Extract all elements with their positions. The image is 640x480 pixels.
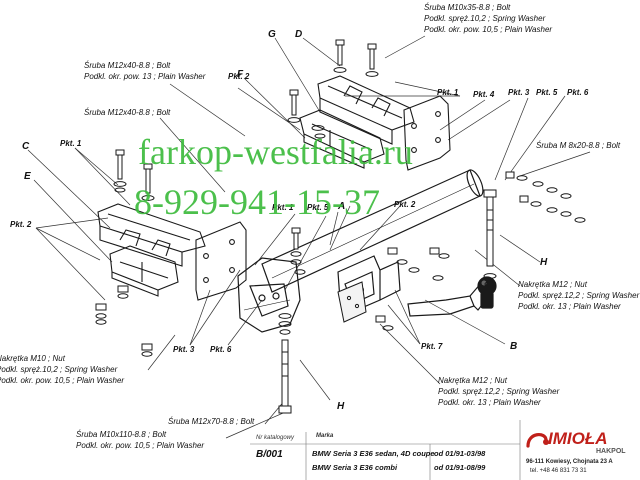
point-label-2-mid: Pkt. 2 [394,200,416,209]
marka-header: Marka [316,433,334,439]
title-block-frame [250,420,521,480]
label-nut-m12-b: Nakrętka M12 ; Nut [438,376,507,385]
point-label-6-top: Pkt. 6 [567,88,589,97]
part-letter-e: E [24,171,31,182]
part-letter-b: B [510,341,518,352]
long-bolt-bottom [278,339,292,414]
model-line-1: BMW Seria 3 E36 sedan, 4D coupe [312,449,435,458]
part-letter-f: F [237,69,244,80]
socket-plate [337,281,367,323]
point-label-4: Pkt. 4 [473,90,495,99]
point-label-6-bottom: Pkt. 6 [210,345,232,354]
label-nut-m10: Nakrętka M10 ; Nut [0,354,65,363]
hardware-stacks [95,39,586,357]
part-letter-a: A [338,201,346,212]
tow-ball-neck [407,276,497,317]
right-side-plate [403,95,451,171]
point-label-2-top: Pkt. 2 [228,72,250,81]
watermark-phone: 8-929-941-15-37 [134,182,380,222]
crossbar-tube [261,169,484,293]
point-label-1-left: Pkt. 1 [60,139,82,148]
label-bolt-m10x110: Śruba M10x110-8.8 ; Bolt [76,430,167,439]
brand-address: 96-111 Kowiesy, Chojnata 23 A [526,459,613,465]
label-plain-washer-13-b: Podkl. okr. 13 ; Plain Washer [518,302,621,311]
years-line-2: od 01/91-08/99 [434,463,486,472]
left-bracket [97,203,206,297]
label-bolt-m12x40-a: Śruba M12x40-8.8 ; Bolt [84,61,171,70]
label-plain-washer-10-5-b: Podkl. okr. pow. 10,5 ; Plain Washer [0,376,125,385]
brand-phone: tel. +48 46 831 73 31 [530,468,587,474]
label-bolt-m12x40-b: Śruba M12x40-8.8 ; Bolt [84,108,171,117]
hook-logo-icon [526,433,549,448]
left-side-plate [195,221,247,301]
brand-name: IMIOŁA [548,429,608,448]
point-label-5-top: Pkt. 5 [536,88,558,97]
watermark-site: farkop-westfalia.ru [138,132,413,172]
label-spring-washer-12-2-b: Podkl. spręż.12,2 ; Spring Washer [438,387,560,396]
part-letter-d: D [295,29,303,40]
label-bolt-m10x35: Śruba M10x35-8.8 ; Bolt [424,3,511,12]
brand-sub: HAKPOL [596,448,626,455]
label-plain-washer-10-5: Podkl. okr. pow. 10,5 ; Plain Washer [424,25,553,34]
point-label-2-left: Pkt. 2 [10,220,32,229]
label-plain-washer-13-c: Podkl. okr. 13 ; Plain Washer [438,398,541,407]
point-label-5-mid: Pkt. 5 [307,203,329,212]
point-label-7: Pkt. 7 [421,342,443,351]
point-label-3-top: Pkt. 3 [508,88,530,97]
part-letter-h-bottom: H [337,401,345,412]
years-line-1: od 01/91-03/98 [434,449,486,458]
label-spring-washer-10-2: Podkl. spręż.10,2 ; Spring Washer [424,14,546,23]
point-label-1-mid: Pkt. 1 [272,203,294,212]
part-letter-h-right: H [540,257,548,268]
label-plain-washer-10-5-c: Podkl. okr. pow. 10,5 ; Plain Washer [76,441,205,450]
catalog-number: B/001 [256,449,283,460]
part-letter-g: G [268,29,276,40]
label-spring-washer-10-2-b: Podkl. spręż.10,2 ; Spring Washer [0,365,118,374]
leader-lines [27,35,591,439]
catalog-header: Nr katalogowy [256,435,295,441]
label-bolt-m8x20: Śruba M 8x20-8.8 ; Bolt [536,141,621,150]
left-mount-block [237,257,301,333]
label-bolt-m12x70: Śruba M12x70-8.8 ; Bolt [168,417,255,426]
part-letter-c: C [22,141,30,152]
long-bolt-right [483,189,497,267]
right-upper-bracket [299,75,415,169]
label-nut-m12-a: Nakrętka M12 ; Nut [518,280,587,289]
point-label-3-bottom: Pkt. 3 [173,345,195,354]
point-label-1-top: Pkt. 1 [437,88,459,97]
model-line-2: BMW Seria 3 E36 combi [312,463,398,472]
label-plain-washer-13-a: Podkl. okr. pow. 13 ; Plain Washer [84,72,206,81]
label-spring-washer-12-2-a: Podkl. spręż.12,2 ; Spring Washer [518,291,640,300]
